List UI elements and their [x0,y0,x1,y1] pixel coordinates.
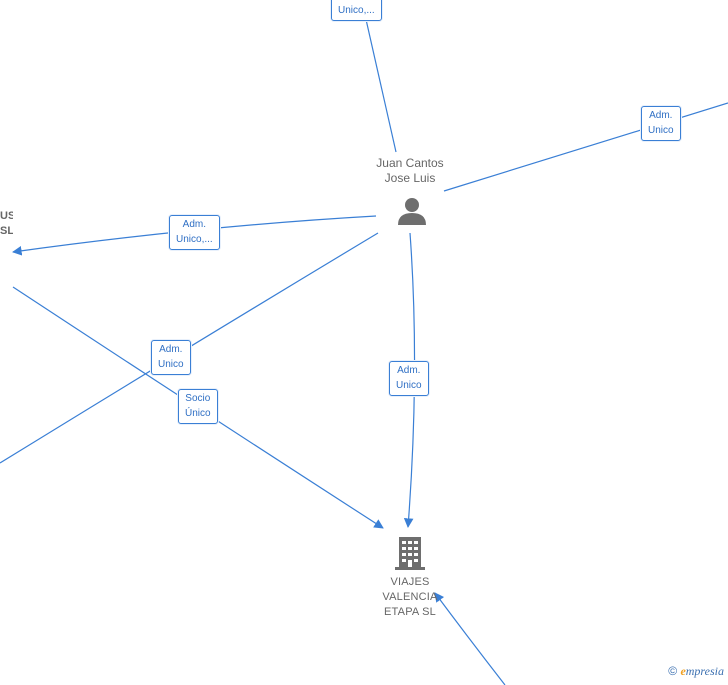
edge-label-socio[interactable]: Socio Único [178,389,218,424]
edge-label-top[interactable]: Unico,... [331,0,382,21]
person-name-line1: Juan Cantos [376,156,444,170]
company-name-line1: VIAJES [390,576,430,588]
edge-label-center-line2: Unico [396,380,422,391]
left-company-line2: SL [0,225,13,237]
edge-label-left-line2: Unico,... [176,234,213,245]
edge-label-center[interactable]: Adm. Unico [389,361,429,396]
edge-label-socio-line2: Único [185,408,211,419]
left-company-name[interactable]: US SL [0,209,13,239]
company-name-line2: VALENCIA [382,591,438,603]
company-name[interactable]: VIAJES VALENCIA ETAPA SL [370,575,450,620]
edge-label-left[interactable]: Adm. Unico,... [169,215,220,250]
edge-label-socio-line1: Socio [185,393,211,404]
edge-label-top-line2: Unico,... [338,5,375,16]
company-name-line3: ETAPA SL [384,606,436,618]
copyright-symbol: © [668,664,678,678]
edge-top [364,14,397,153]
edge-label-left-line1: Adm. [182,219,207,230]
empresia-logo[interactable]: © empresia [668,664,724,679]
edge-label-center-line1: Adm. [397,365,421,376]
edge-label-right[interactable]: Adm. Unico [641,106,681,141]
person-icon[interactable] [398,198,426,225]
edge-bottom [434,592,506,685]
edge-mid-left [0,232,379,464]
edge-label-right-line2: Unico [648,125,674,136]
left-company-line1: US [0,210,13,222]
building-icon[interactable] [395,537,425,570]
person-name-line2: Jose Luis [384,171,436,185]
brand-name: empresia [680,664,724,678]
person-name[interactable]: Juan Cantos Jose Luis [365,156,455,186]
edge-right [443,102,728,192]
edge-label-right-line1: Adm. [649,110,673,121]
edge-label-mid-left-line2: Unico [158,359,184,370]
brand-initial: e [680,664,686,678]
edge-label-mid-left[interactable]: Adm. Unico [151,340,191,375]
edge-label-mid-left-line1: Adm. [159,344,183,355]
brand-rest: mpresia [685,664,724,678]
